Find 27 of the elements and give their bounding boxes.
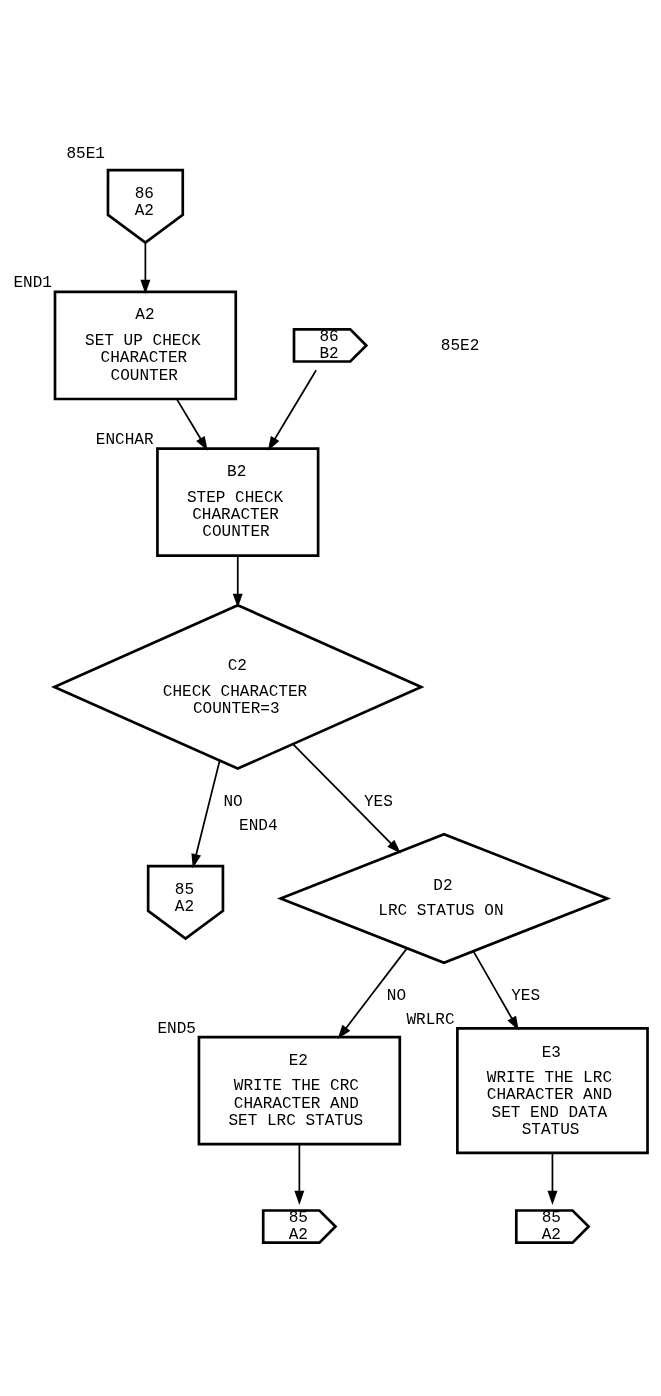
edge-label: YES <box>363 792 393 811</box>
arrow <box>547 1152 558 1205</box>
node-box: B2 STEP CHECK CHARACTER COUNTER <box>156 447 320 557</box>
node-label: END1 <box>13 274 53 293</box>
arrow <box>267 369 317 451</box>
edge-label: YES <box>511 986 541 1005</box>
arrow <box>232 555 243 608</box>
arrow <box>294 1143 305 1205</box>
node-diamond: D2 LRC STATUS ON <box>276 832 611 965</box>
node-box: A2 SET UP CHECK CHARACTER COUNTER <box>53 290 238 401</box>
arrow <box>292 743 401 854</box>
node-diamond: C2 CHECK CHARACTER COUNTER=3 <box>51 603 425 771</box>
arrow <box>337 947 408 1040</box>
arrow <box>191 759 221 869</box>
edge-label: NO <box>386 986 407 1005</box>
node-label: END5 <box>157 1019 196 1038</box>
node-box: E2 WRITE THE CRC CHARACTER AND SET LRC STATUS <box>197 1035 402 1146</box>
node-box: E3 WRITE THE LRC CHARACTER AND SET END DATA STATUS <box>456 1027 649 1155</box>
arrow <box>176 398 208 451</box>
node-label: WRLRC <box>406 1010 455 1029</box>
node-label: ENCHAR <box>95 431 154 449</box>
edge-label: NO <box>223 792 243 811</box>
arrow <box>472 950 519 1031</box>
node-label: END4 <box>239 816 278 835</box>
node-label: 85E1 <box>66 145 105 164</box>
arrow <box>140 241 151 294</box>
label: 85E2 <box>440 336 480 355</box>
